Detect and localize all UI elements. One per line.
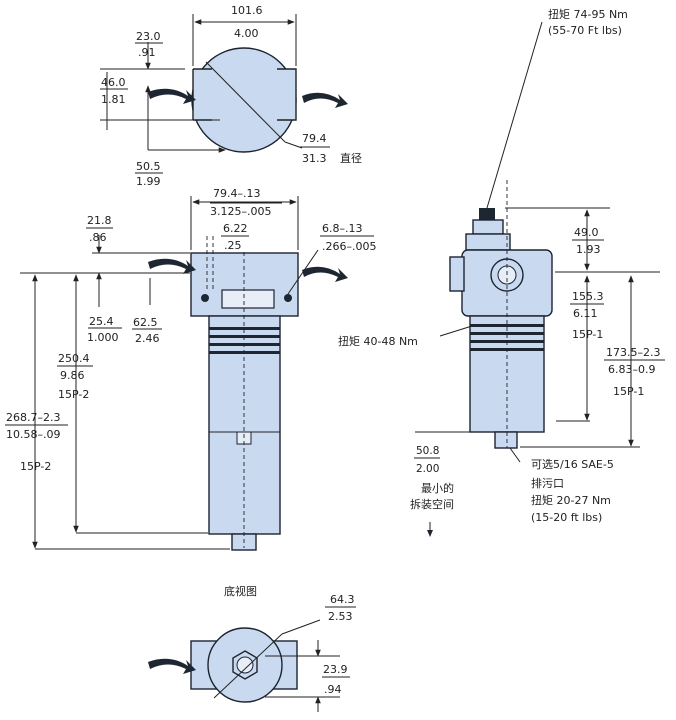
top-dia-in: 31.3 [302, 152, 327, 165]
top-a-mm: 23.0 [136, 30, 161, 43]
front-p-mm: 6.22 [223, 222, 248, 235]
top-width-mm: 101.6 [231, 4, 263, 17]
side-torque-mid: 扭矩 40-48 Nm [338, 334, 418, 348]
side-t-in: 1.93 [576, 243, 601, 256]
side-clear-in: 2.00 [416, 463, 439, 475]
front-h4-model: 15P-2 [58, 388, 89, 401]
side-clear-mm: 50.8 [416, 445, 439, 457]
side-drain-1: 可选5/16 SAE-5 [531, 458, 614, 471]
bottom-title: 底视图 [224, 584, 257, 598]
side-top-collar [465, 233, 511, 251]
front-h3-in: 2.46 [135, 332, 160, 345]
bottom-r-mm: 64.3 [330, 593, 355, 606]
side-m-in: 6.11 [573, 307, 598, 320]
front-bowl [208, 315, 281, 535]
front-w-in: 3.125–.005 [210, 205, 271, 218]
side-drain-4: (15-20 ft lbs) [531, 511, 602, 524]
front-h1-in: .86 [89, 231, 107, 244]
bottom-s-in: .94 [324, 683, 342, 696]
front-inlet-arrow-icon [148, 258, 196, 274]
top-dia-mm: 79.4 [302, 132, 327, 145]
side-clear-label-1: 最小的 [421, 481, 454, 495]
side-drain [494, 431, 518, 449]
front-port-right [284, 294, 292, 302]
bottom-drain-hole [236, 656, 254, 674]
top-a-in: .91 [138, 46, 156, 59]
top-view: 101.6 4.00 23.0 .91 46.0 1.81 50.5 1.99 … [100, 4, 362, 188]
top-dia-label: 直径 [340, 151, 362, 165]
side-clear-label-2: 拆装空间 [410, 497, 454, 511]
front-port-in: .266–.005 [322, 240, 376, 253]
top-width-in: 4.00 [234, 27, 259, 40]
side-t-mm: 49.0 [574, 226, 599, 239]
front-port-mm: 6.8–.13 [322, 222, 363, 235]
side-torque-top-ft: (55-70 Ft lbs) [548, 24, 622, 37]
side-l-in: 6.83–0.9 [608, 363, 656, 376]
bottom-inlet-arrow-icon [148, 658, 196, 674]
front-w-mm: 79.4–.13 [213, 187, 261, 200]
inlet-arrow-icon [148, 88, 196, 104]
outlet-arrow-icon [302, 92, 348, 108]
top-view-diameter-line [205, 61, 286, 143]
front-label-plate [221, 289, 275, 309]
side-l-mm: 173.5–2.3 [606, 346, 660, 359]
bottom-s-mm: 23.9 [323, 663, 348, 676]
side-m-model: 15P-1 [572, 328, 603, 341]
side-torque-top: 扭矩 74-95 Nm [548, 7, 628, 21]
front-h2-mm: 25.4 [89, 315, 114, 328]
bottom-view: 底视图 64.3 2.53 23.9 .94 [148, 584, 356, 712]
side-l-model: 15P-1 [613, 385, 644, 398]
side-drain-2: 排污口 [531, 476, 564, 490]
side-top-nut [472, 219, 504, 235]
side-torque-cap [479, 208, 495, 220]
front-h4-mm: 250.4 [58, 352, 90, 365]
front-h1-mm: 21.8 [87, 214, 112, 227]
side-m-mm: 155.3 [572, 290, 604, 303]
front-h5-model: 15P-2 [20, 460, 51, 473]
down-arrow-icon [427, 530, 433, 537]
bottom-r-in: 2.53 [328, 610, 353, 623]
side-gauge [449, 256, 465, 292]
front-h2-in: 1.000 [87, 331, 119, 344]
front-h4-in: 9.86 [60, 369, 85, 382]
front-h5-in: 10.58–.09 [6, 428, 60, 441]
side-view: 扭矩 74-95 Nm (55-70 Ft lbs) 49.0 1.93 155… [338, 7, 665, 537]
front-view: 79.4–.13 3.125–.005 6.22 .25 6.8–.13 .26… [5, 187, 376, 551]
front-p-in: .25 [224, 239, 242, 252]
top-c-mm: 50.5 [136, 160, 161, 173]
side-drain-3: 扭矩 20-27 Nm [531, 493, 611, 507]
front-port-left [201, 294, 209, 302]
top-view-head [193, 69, 296, 120]
top-b-in: 1.81 [101, 93, 126, 106]
top-b-mm: 46.0 [101, 76, 126, 89]
front-outlet-arrow-icon [302, 266, 348, 282]
front-h5-mm: 268.7–2.3 [6, 411, 60, 424]
front-bowl-ribs [209, 327, 280, 354]
front-h3-mm: 62.5 [133, 316, 158, 329]
top-c-in: 1.99 [136, 175, 161, 188]
